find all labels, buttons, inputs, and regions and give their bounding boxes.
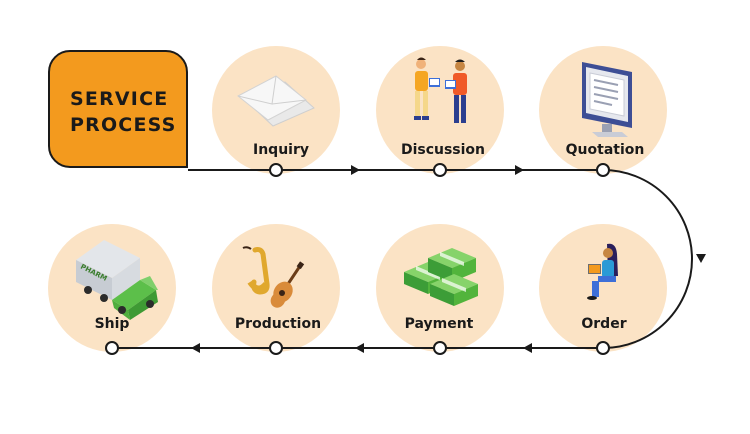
arrow-left-icon xyxy=(523,343,532,353)
node-production xyxy=(270,342,282,354)
arrow-right-icon xyxy=(515,165,524,175)
step-label-ship: Ship xyxy=(95,316,130,332)
node-discussion xyxy=(434,164,446,176)
step-label-payment: Payment xyxy=(405,316,474,332)
node-quotation xyxy=(597,164,609,176)
step-label-order: Order xyxy=(581,316,626,332)
node-order xyxy=(597,342,609,354)
node-inquiry xyxy=(270,164,282,176)
step-label-quotation: Quotation xyxy=(566,142,645,158)
node-ship xyxy=(106,342,118,354)
step-circle-order xyxy=(539,224,667,352)
node-payment xyxy=(434,342,446,354)
arrow-left-icon xyxy=(191,343,200,353)
step-label-inquiry: Inquiry xyxy=(253,142,309,158)
arrow-down-icon xyxy=(696,254,706,263)
step-label-production: Production xyxy=(235,316,321,332)
arrow-right-icon xyxy=(351,165,360,175)
step-label-discussion: Discussion xyxy=(401,142,485,158)
arrow-left-icon xyxy=(355,343,364,353)
